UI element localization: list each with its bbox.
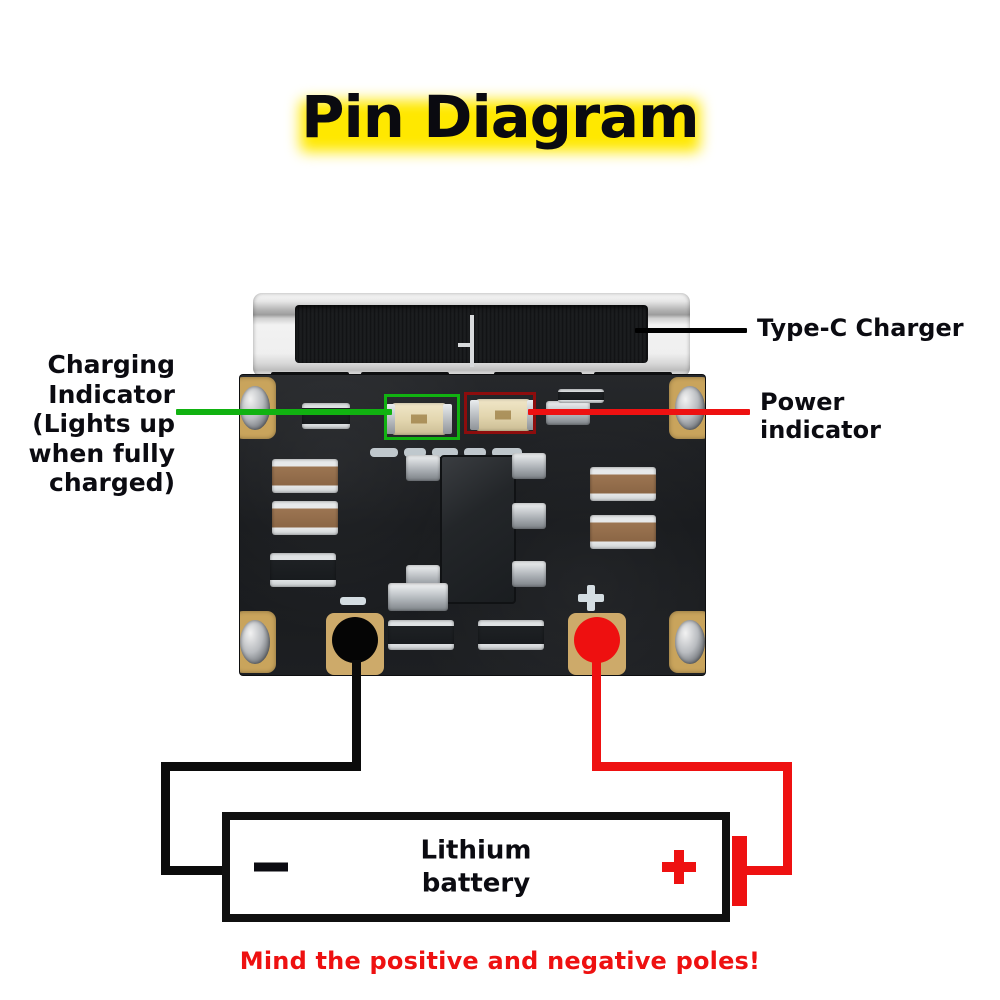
smd-capacitor-left-1 bbox=[272, 459, 338, 493]
charging-led-highlight-box bbox=[384, 394, 460, 440]
lithium-battery: Lithium battery bbox=[222, 812, 730, 922]
page-title: Pin Diagram bbox=[301, 83, 700, 151]
type-c-connector bbox=[253, 293, 690, 384]
silkscreen-minus-icon bbox=[340, 597, 366, 605]
smd-resistor-top-2 bbox=[558, 389, 604, 403]
negative-terminal-dot bbox=[332, 617, 378, 663]
power-indicator-label: Power indicator bbox=[760, 388, 881, 445]
silkscreen-mark-1 bbox=[370, 448, 398, 457]
negative-wire-vertical-left bbox=[161, 762, 170, 874]
power-led-die bbox=[495, 410, 511, 420]
caution-note: Mind the positive and negative poles! bbox=[239, 947, 761, 975]
smd-solder-bottom-1 bbox=[388, 583, 448, 611]
charging-led bbox=[386, 403, 452, 435]
silkscreen-mark-5 bbox=[492, 448, 522, 457]
smd-resistor-left-3 bbox=[270, 553, 336, 587]
smd-capacitor-left-2 bbox=[272, 501, 338, 535]
positive-wire-horizontal-top bbox=[592, 762, 792, 771]
silkscreen-plus-icon bbox=[578, 585, 604, 611]
smd-resistor-bottom-2 bbox=[478, 620, 544, 650]
mounting-pad-bottom-right bbox=[669, 611, 705, 673]
type-c-charger-label: Type-C Charger bbox=[757, 314, 964, 342]
battery-label: Lithium battery bbox=[420, 835, 532, 899]
negative-wire-vertical-board bbox=[352, 660, 361, 770]
silkscreen-mark-2 bbox=[404, 448, 426, 457]
power-led-highlight-box bbox=[464, 392, 536, 434]
charging-ic bbox=[440, 455, 516, 604]
mounting-pad-top-right bbox=[669, 377, 705, 439]
positive-wire-vertical-board bbox=[592, 660, 601, 770]
title-area: Pin Diagram bbox=[0, 78, 1000, 168]
charging-led-die bbox=[411, 414, 427, 424]
smd-capacitor-right-1 bbox=[590, 467, 656, 501]
type-c-leader-line bbox=[635, 328, 747, 333]
positive-wire-to-battery bbox=[740, 866, 792, 875]
mounting-pad-bottom-left bbox=[240, 611, 276, 673]
charging-indicator-label: Charging Indicator (Lights up when fully… bbox=[28, 350, 175, 497]
ic-pin-right-1 bbox=[512, 453, 546, 479]
smd-resistor-bottom-1 bbox=[388, 620, 454, 650]
mounting-pad-top-left bbox=[240, 377, 276, 439]
ic-pin-right-3 bbox=[512, 561, 546, 587]
silkscreen-mark-3 bbox=[432, 448, 458, 457]
battery-positive-symbol bbox=[662, 850, 696, 884]
battery-positive-terminal bbox=[732, 836, 747, 906]
silkscreen-mark-4 bbox=[464, 448, 486, 457]
title-highlight bbox=[300, 100, 700, 152]
type-c-weld-mark bbox=[457, 315, 474, 367]
smd-resistor-top-1 bbox=[302, 403, 350, 429]
ic-pin-left-1 bbox=[406, 455, 440, 481]
smd-capacitor-right-2 bbox=[590, 515, 656, 549]
power-led bbox=[470, 399, 536, 431]
negative-wire-horizontal-top bbox=[161, 762, 361, 771]
power-indicator-leader-line bbox=[528, 409, 750, 415]
charger-pcb bbox=[240, 375, 705, 675]
positive-wire-vertical-right bbox=[783, 762, 792, 874]
negative-wire-to-battery bbox=[161, 866, 231, 875]
battery-negative-symbol bbox=[254, 862, 288, 872]
positive-terminal-dot bbox=[574, 617, 620, 663]
charging-indicator-leader-line bbox=[176, 409, 392, 415]
ic-pin-right-2 bbox=[512, 503, 546, 529]
